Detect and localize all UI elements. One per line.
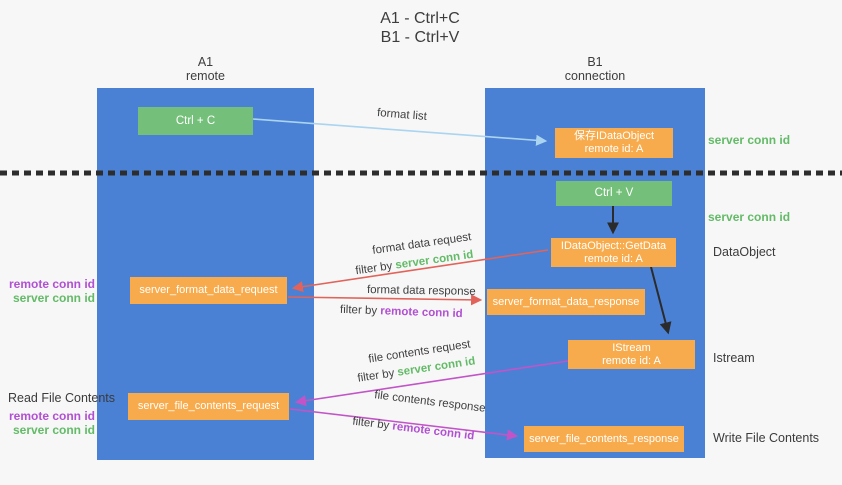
diagram-title: A1 - Ctrl+C B1 - Ctrl+V (290, 9, 550, 47)
node-ctrl-v-label: Ctrl + V (594, 187, 634, 199)
lifeline-a1-role: remote (186, 69, 225, 83)
lifeline-header-a1: A1 remote (97, 55, 314, 83)
node-format-request-label: server_format_data_request (139, 284, 278, 296)
filter-key-remote-conn-id: remote conn id (391, 420, 475, 443)
node-format-response-label: server_format_data_response (492, 295, 640, 308)
filter-prefix: filter by (356, 366, 399, 385)
node-file-response-label: server_file_contents_response (529, 432, 679, 445)
node-server-format-data-request: server_format_data_request (130, 277, 287, 304)
label-file-contents-response: file contents response (373, 389, 487, 415)
annotation-server-conn-id-mid: server conn id (708, 210, 791, 224)
annotation-read-file-contents: Read File Contents (8, 391, 116, 405)
annotation-remote-conn-id: remote conn id (8, 409, 95, 423)
lifeline-header-b1: B1 connection (485, 55, 705, 83)
label-format-list: format list (376, 107, 428, 123)
title-line-b1: B1 - Ctrl+V (380, 29, 460, 46)
node-save-idataobject-line2: remote id: A (584, 143, 644, 155)
title-line-a1: A1 - Ctrl+C (380, 10, 460, 27)
node-ctrl-c: Ctrl + C (138, 107, 253, 135)
annotation-remote-conn-id: remote conn id (8, 277, 95, 291)
node-istream: IStream remote id: A (568, 340, 695, 369)
node-file-request-label: server_file_contents_request (137, 400, 280, 412)
node-istream-line1: IStream (612, 341, 651, 354)
lifeline-a1-name: A1 (197, 55, 214, 69)
annotation-dataobject: DataObject (713, 245, 776, 259)
node-ctrl-c-label: Ctrl + C (175, 114, 216, 127)
node-getdata-line1: IDataObject::GetData (560, 239, 667, 252)
annotation-server-conn-id-top: server conn id (708, 133, 791, 147)
label-filter-file-response: filter by remote conn id (352, 416, 475, 443)
node-idataobject-getdata: IDataObject::GetData remote id: A (551, 238, 676, 267)
node-server-file-contents-response: server_file_contents_response (524, 426, 684, 452)
annotation-file-conn-ids: remote conn id server conn id (6, 409, 95, 437)
annotation-server-conn-id: server conn id (12, 423, 95, 437)
node-istream-line2: remote id: A (602, 354, 661, 367)
node-server-format-data-response: server_format_data_response (487, 289, 645, 315)
node-save-idataobject: 保存IDataObject remote id: A (555, 128, 673, 158)
annotation-server-conn-id: server conn id (12, 291, 95, 305)
annotation-istream: Istream (713, 351, 755, 365)
annotation-write-file-contents: Write File Contents (713, 431, 820, 445)
node-save-idataobject-line1: 保存IDataObject (573, 130, 655, 142)
annotation-format-conn-ids: remote conn id server conn id (6, 277, 95, 305)
filter-prefix: filter by (354, 259, 397, 278)
filter-key-remote-conn-id: remote conn id (380, 305, 463, 321)
filter-prefix: filter by (339, 303, 381, 318)
node-getdata-line2: remote id: A (584, 252, 643, 265)
lifeline-b1-role: connection (564, 69, 626, 83)
node-ctrl-v: Ctrl + V (556, 181, 672, 206)
label-filter-format-response: filter by remote conn id (340, 304, 463, 320)
node-server-file-contents-request: server_file_contents_request (128, 393, 289, 420)
lifeline-b1-name: B1 (587, 55, 603, 69)
filter-prefix: filter by (351, 415, 394, 433)
label-format-data-response: format data response (366, 284, 476, 298)
